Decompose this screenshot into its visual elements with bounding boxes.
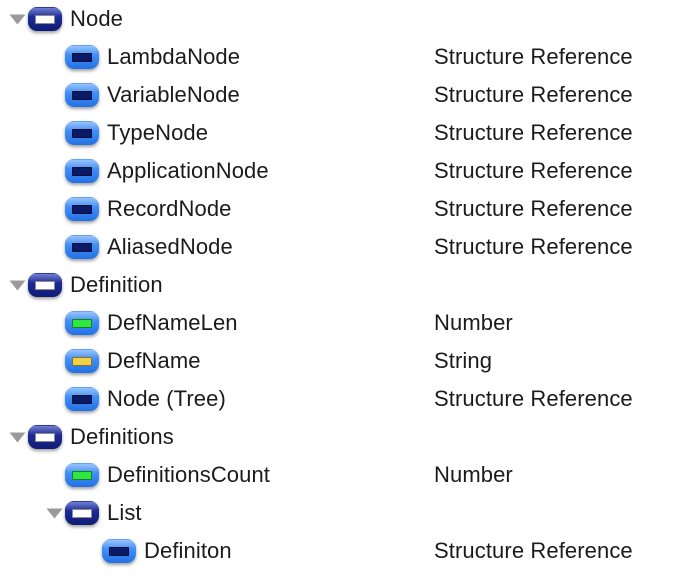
structure-reference-icon (65, 387, 99, 411)
tree-row[interactable]: LambdaNode Structure Reference (0, 38, 700, 76)
badge-inner-bar (35, 14, 55, 24)
disclosure-spacer (43, 114, 65, 152)
tree-row-label: Node (Tree) (107, 386, 226, 411)
tree-row[interactable]: Node (0, 0, 700, 38)
tree-row-label: DefName (107, 348, 201, 373)
tree-row[interactable]: DefName String (0, 342, 700, 380)
tree-row-type: Number (434, 462, 513, 487)
badge-inner-bar (72, 128, 92, 138)
disclosure-spacer (43, 304, 65, 342)
tree-row[interactable]: Definitions (0, 418, 700, 456)
tree-row-label: DefNameLen (107, 310, 238, 335)
structure-reference-icon (65, 159, 99, 183)
badge-inner-bar (72, 52, 92, 62)
tree-row-label: VariableNode (107, 82, 240, 107)
tree-row[interactable]: Node (Tree) Structure Reference (0, 380, 700, 418)
structure-reference-icon (65, 45, 99, 69)
structure-parent-icon (65, 501, 99, 525)
disclosure-triangle-icon[interactable] (6, 418, 28, 456)
badge-inner-bar (72, 166, 92, 176)
tree-row[interactable]: ApplicationNode Structure Reference (0, 152, 700, 190)
tree-row-label: Definiton (144, 538, 232, 563)
disclosure-spacer (43, 190, 65, 228)
structure-parent-icon (28, 425, 62, 449)
tree-row-type: Structure Reference (434, 386, 633, 411)
tree-row[interactable]: DefNameLen Number (0, 304, 700, 342)
tree-row-label: ApplicationNode (107, 158, 269, 183)
badge-inner-bar (72, 470, 92, 480)
tree-row[interactable]: List (0, 494, 700, 532)
tree-row-label: DefinitionsCount (107, 462, 271, 487)
structure-reference-icon (65, 83, 99, 107)
tree-row[interactable]: VariableNode Structure Reference (0, 76, 700, 114)
tree-row-label: RecordNode (107, 196, 232, 221)
tree-row-type: Structure Reference (434, 120, 633, 145)
tree-row-label: LambdaNode (107, 44, 241, 69)
badge-inner-bar (72, 204, 92, 214)
disclosure-spacer (43, 152, 65, 190)
tree-row[interactable]: RecordNode Structure Reference (0, 190, 700, 228)
disclosure-triangle-icon[interactable] (6, 0, 28, 38)
tree-row-label: Definition (70, 272, 163, 297)
tree-row[interactable]: TypeNode Structure Reference (0, 114, 700, 152)
badge-inner-bar (72, 90, 92, 100)
structure-reference-icon (65, 197, 99, 221)
tree-row[interactable]: Definition (0, 266, 700, 304)
tree-row-type: Structure Reference (434, 82, 633, 107)
badge-inner-bar (35, 280, 55, 290)
disclosure-spacer (43, 38, 65, 76)
string-field-icon (65, 349, 99, 373)
structure-parent-icon (28, 7, 62, 31)
structure-reference-icon (102, 539, 136, 563)
tree-row-label: Node (70, 6, 123, 31)
disclosure-spacer (43, 380, 65, 418)
tree-row-type: String (434, 348, 493, 373)
structure-reference-icon (65, 235, 99, 259)
badge-inner-bar (72, 242, 92, 252)
tree-row[interactable]: Definiton Structure Reference (0, 532, 700, 570)
tree-row-type: Structure Reference (434, 538, 633, 563)
tree-row-label: List (107, 500, 142, 525)
tree-row-label: AliasedNode (107, 234, 233, 259)
tree-row-type: Structure Reference (434, 196, 633, 221)
badge-inner-bar (72, 394, 92, 404)
disclosure-spacer (43, 228, 65, 266)
tree-row-type: Structure Reference (434, 158, 633, 183)
tree-row[interactable]: DefinitionsCount Number (0, 456, 700, 494)
badge-inner-bar (72, 356, 92, 366)
tree-row-type: Structure Reference (434, 44, 633, 69)
tree-row-label: Definitions (70, 424, 174, 449)
number-field-icon (65, 311, 99, 335)
badge-inner-bar (109, 546, 129, 556)
tree-row-type: Structure Reference (434, 234, 633, 259)
badge-inner-bar (35, 432, 55, 442)
badge-inner-bar (72, 508, 92, 518)
disclosure-spacer (80, 532, 102, 570)
tree-row-type: Number (434, 310, 513, 335)
number-field-icon (65, 463, 99, 487)
disclosure-triangle-icon[interactable] (6, 266, 28, 304)
structure-parent-icon (28, 273, 62, 297)
disclosure-spacer (43, 342, 65, 380)
structure-reference-icon (65, 121, 99, 145)
disclosure-spacer (43, 76, 65, 114)
tree-row-label: TypeNode (107, 120, 209, 145)
badge-inner-bar (72, 318, 92, 328)
tree-row[interactable]: AliasedNode Structure Reference (0, 228, 700, 266)
disclosure-triangle-icon[interactable] (43, 494, 65, 532)
disclosure-spacer (43, 456, 65, 494)
